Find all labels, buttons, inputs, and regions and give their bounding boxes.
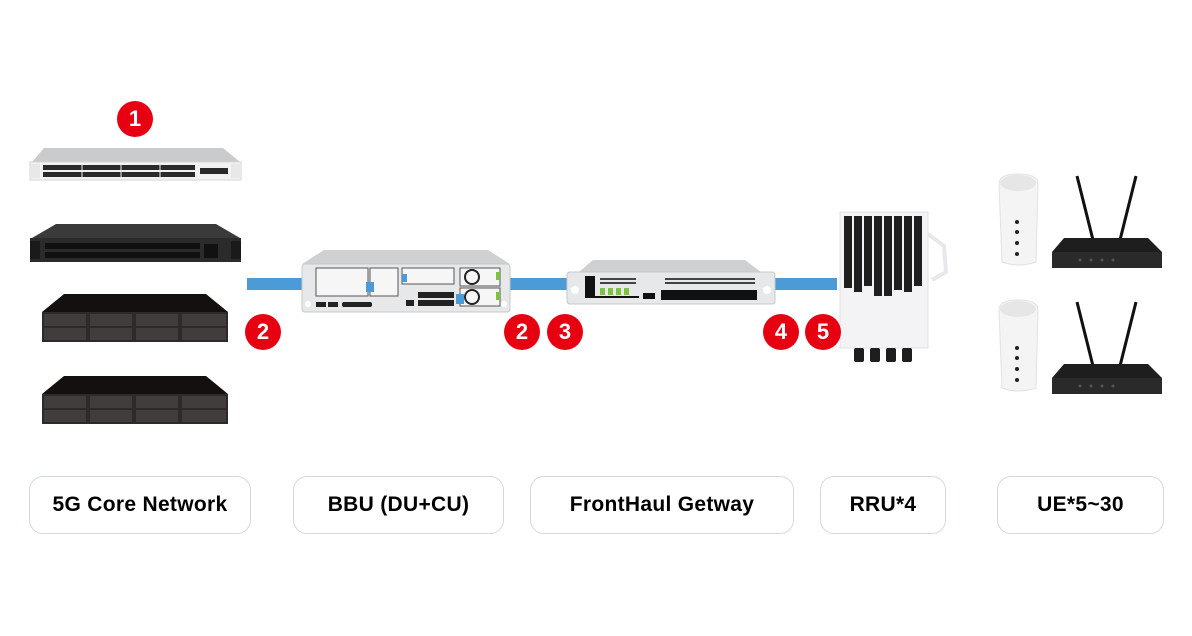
cable-core-to-bbu — [247, 278, 307, 290]
cpe-icon — [998, 299, 1039, 392]
label-ue: UE*5~30 — [997, 476, 1164, 534]
router-icon — [1052, 301, 1162, 394]
label-fronthaul-gateway: FrontHaul Getway — [530, 476, 794, 534]
rru-unit-icon — [839, 211, 949, 362]
step-badge-3: 3 — [547, 314, 583, 350]
cpe-icon — [998, 173, 1039, 266]
step-badge-4: 4 — [763, 314, 799, 350]
bbu-server-icon — [301, 250, 511, 313]
white-switch-icon — [29, 148, 242, 181]
label-5g-core-network: 5G Core Network — [29, 476, 251, 534]
black-switch-icon — [30, 224, 241, 262]
label-rru: RRU*4 — [820, 476, 946, 534]
cable-fronthaul-to-rru — [775, 278, 837, 290]
step-badge-5: 5 — [805, 314, 841, 350]
label-bbu: BBU (DU+CU) — [293, 476, 504, 534]
storage-server-icon — [42, 294, 228, 342]
fronthaul-gateway-icon — [566, 260, 776, 305]
storage-server-icon — [42, 376, 228, 424]
cable-bbu-to-fronthaul — [508, 278, 570, 290]
step-badge-2: 2 — [504, 314, 540, 350]
router-icon — [1052, 175, 1162, 268]
step-badge-2: 2 — [245, 314, 281, 350]
step-badge-1: 1 — [117, 101, 153, 137]
